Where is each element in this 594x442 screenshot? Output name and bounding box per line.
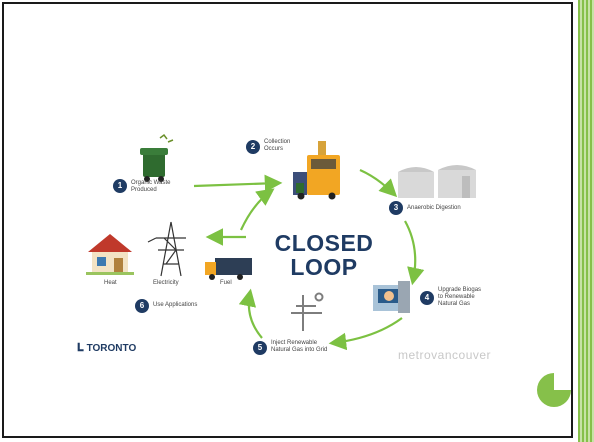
decorative-stripe xyxy=(578,0,594,442)
title-line-1: CLOSED xyxy=(274,230,374,256)
diagram-title: CLOSED LOOP xyxy=(268,231,380,279)
toronto-logo-mark: 𝐋 xyxy=(77,342,84,354)
green-bin-icon xyxy=(140,133,174,182)
closed-loop-image xyxy=(60,97,545,384)
step-1-label: Organic Waste Produced xyxy=(131,180,171,193)
electricity-tower-icon xyxy=(147,221,186,277)
gas-grid-pipes-icon xyxy=(291,292,324,331)
step-3-label: Anaerobic Digestion xyxy=(407,205,461,211)
upgrade-facility-icon xyxy=(373,281,410,313)
use-fuel-label: Fuel xyxy=(220,280,232,286)
arrow-4-to-5 xyxy=(328,317,403,351)
step-4-label: Upgrade Biogas to Renewable Natural Gas xyxy=(438,287,482,307)
use-heat-label: Heat xyxy=(104,280,117,286)
step-4-number: 4 xyxy=(420,291,434,305)
step-2-number: 2 xyxy=(246,140,260,154)
step-5-number: 5 xyxy=(253,341,267,355)
step-5-label: Inject Renewable Natural Gas into Grid xyxy=(271,340,328,353)
decorative-pie-shape xyxy=(537,373,571,407)
step-3-number: 3 xyxy=(389,201,403,215)
step-1-number: 1 xyxy=(113,179,127,193)
arrow-6-to-2 xyxy=(240,188,275,231)
metro-vancouver-logo: metrovancouver xyxy=(398,348,492,362)
digester-tanks-icon xyxy=(398,165,476,198)
toronto-logo-text: TORONTO xyxy=(86,343,137,354)
arrow-2-to-3 xyxy=(359,168,398,198)
toronto-logo: 𝐋 TORONTO xyxy=(77,342,136,355)
title-line-2: LOOP xyxy=(290,254,358,280)
collection-truck-icon xyxy=(293,141,340,200)
house-icon xyxy=(86,234,134,275)
fuel-truck-icon xyxy=(205,258,252,280)
step-2-label: Collection Occurs xyxy=(264,139,291,152)
step-6-number: 6 xyxy=(135,299,149,313)
arrow-5-to-6 xyxy=(238,288,263,339)
step-6-label: Use Applications xyxy=(153,302,198,308)
arrow-1-to-2 xyxy=(193,174,283,193)
use-electricity-label: Electricity xyxy=(153,280,179,286)
arrow-3-to-4 xyxy=(404,220,425,286)
